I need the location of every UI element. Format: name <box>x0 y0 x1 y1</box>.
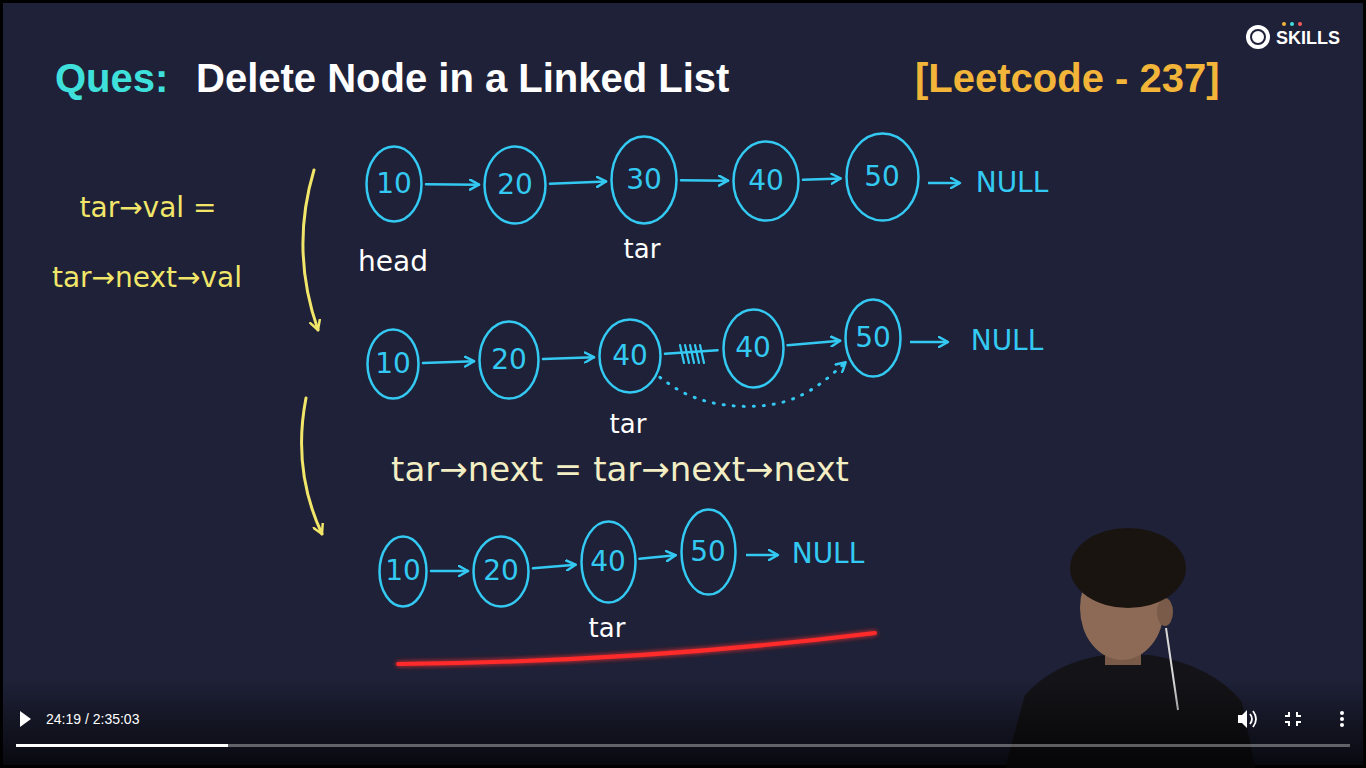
next-pointer <box>681 179 728 182</box>
node-oval <box>480 322 539 399</box>
node-oval <box>612 137 677 224</box>
list-node: 10 <box>365 145 423 223</box>
rewired-pointer <box>660 362 846 406</box>
flow-bracket <box>303 170 318 330</box>
strike-hatch <box>680 345 704 363</box>
node-value: 50 <box>855 322 891 354</box>
menu-icon <box>1340 711 1344 727</box>
node-value: 10 <box>376 168 412 200</box>
next-pointer <box>665 350 718 353</box>
next-pointer <box>533 565 576 569</box>
next-pointer <box>639 555 675 559</box>
list-node: 10 <box>366 328 420 400</box>
question-tag: Ques: <box>55 55 168 101</box>
flow-bracket <box>302 398 322 534</box>
brand-name: SKILLS <box>1276 28 1340 49</box>
node-value: 40 <box>612 340 648 372</box>
progress-played <box>16 744 228 747</box>
null-pointer <box>746 554 778 557</box>
node-oval <box>846 300 901 377</box>
list-node: 20 <box>478 320 540 400</box>
null-terminator: NULL <box>976 167 1049 199</box>
node-value: 40 <box>748 165 784 197</box>
list-node: 20 <box>472 535 530 608</box>
code-note: tar→val = <box>80 192 217 224</box>
next-pointer <box>426 183 479 186</box>
pointer-name: tar <box>624 235 661 265</box>
node-value: 20 <box>497 169 533 201</box>
node-value: 40 <box>735 332 771 364</box>
next-pointer <box>550 181 606 183</box>
list-node: 40 <box>580 520 637 604</box>
highlight-underline <box>398 633 875 664</box>
node-oval <box>600 320 661 393</box>
node-value: 10 <box>385 555 421 587</box>
node-value: 30 <box>626 164 662 196</box>
node-oval <box>368 330 419 399</box>
code-note: tar→next→val <box>52 262 242 294</box>
node-value: 10 <box>375 348 411 380</box>
list-node: 50 <box>844 298 902 378</box>
slide-title: Delete Node in a Linked List <box>196 55 729 101</box>
list-node: 50 <box>680 508 737 596</box>
node-oval <box>734 142 799 221</box>
play-icon <box>20 711 31 727</box>
node-value: 50 <box>690 536 726 568</box>
video-time: 24:19 / 2:35:03 <box>46 711 139 727</box>
list-node: 40 <box>722 308 785 389</box>
list-node: 50 <box>845 132 920 222</box>
node-value: 50 <box>864 161 900 193</box>
next-pointer <box>803 178 841 179</box>
node-value: 40 <box>590 546 626 578</box>
node-oval <box>485 147 546 224</box>
null-pointer <box>910 341 948 344</box>
problem-reference: [Leetcode - 237] <box>915 55 1220 101</box>
list-node: 40 <box>732 140 800 222</box>
node-oval <box>474 536 529 606</box>
list-node: 10 <box>378 535 428 608</box>
next-pointer <box>543 357 594 359</box>
list-node: 40 <box>598 318 662 394</box>
null-terminator: NULL <box>971 325 1044 357</box>
next-pointer <box>431 570 468 573</box>
volume-icon <box>1238 710 1256 728</box>
next-pointer <box>423 361 474 363</box>
fullscreen-icon <box>1285 712 1301 726</box>
node-value: 20 <box>491 344 527 376</box>
control-bar <box>0 680 1366 768</box>
pointer-name: tar <box>610 410 647 440</box>
node-oval <box>846 134 918 221</box>
code-note: tar→next = tar→next→next <box>391 450 849 489</box>
pointer-name: head <box>358 246 428 278</box>
node-oval <box>380 536 427 606</box>
list-node: 20 <box>483 145 547 225</box>
progress-track <box>16 744 1350 747</box>
node-oval <box>723 309 783 387</box>
null-pointer <box>928 182 960 185</box>
list-node: 30 <box>610 135 678 225</box>
next-pointer <box>787 341 840 345</box>
null-terminator: NULL <box>792 538 865 570</box>
node-oval <box>681 510 735 595</box>
node-oval <box>581 522 635 603</box>
node-value: 20 <box>483 555 519 587</box>
pointer-name: tar <box>589 614 626 644</box>
node-oval <box>367 147 422 222</box>
